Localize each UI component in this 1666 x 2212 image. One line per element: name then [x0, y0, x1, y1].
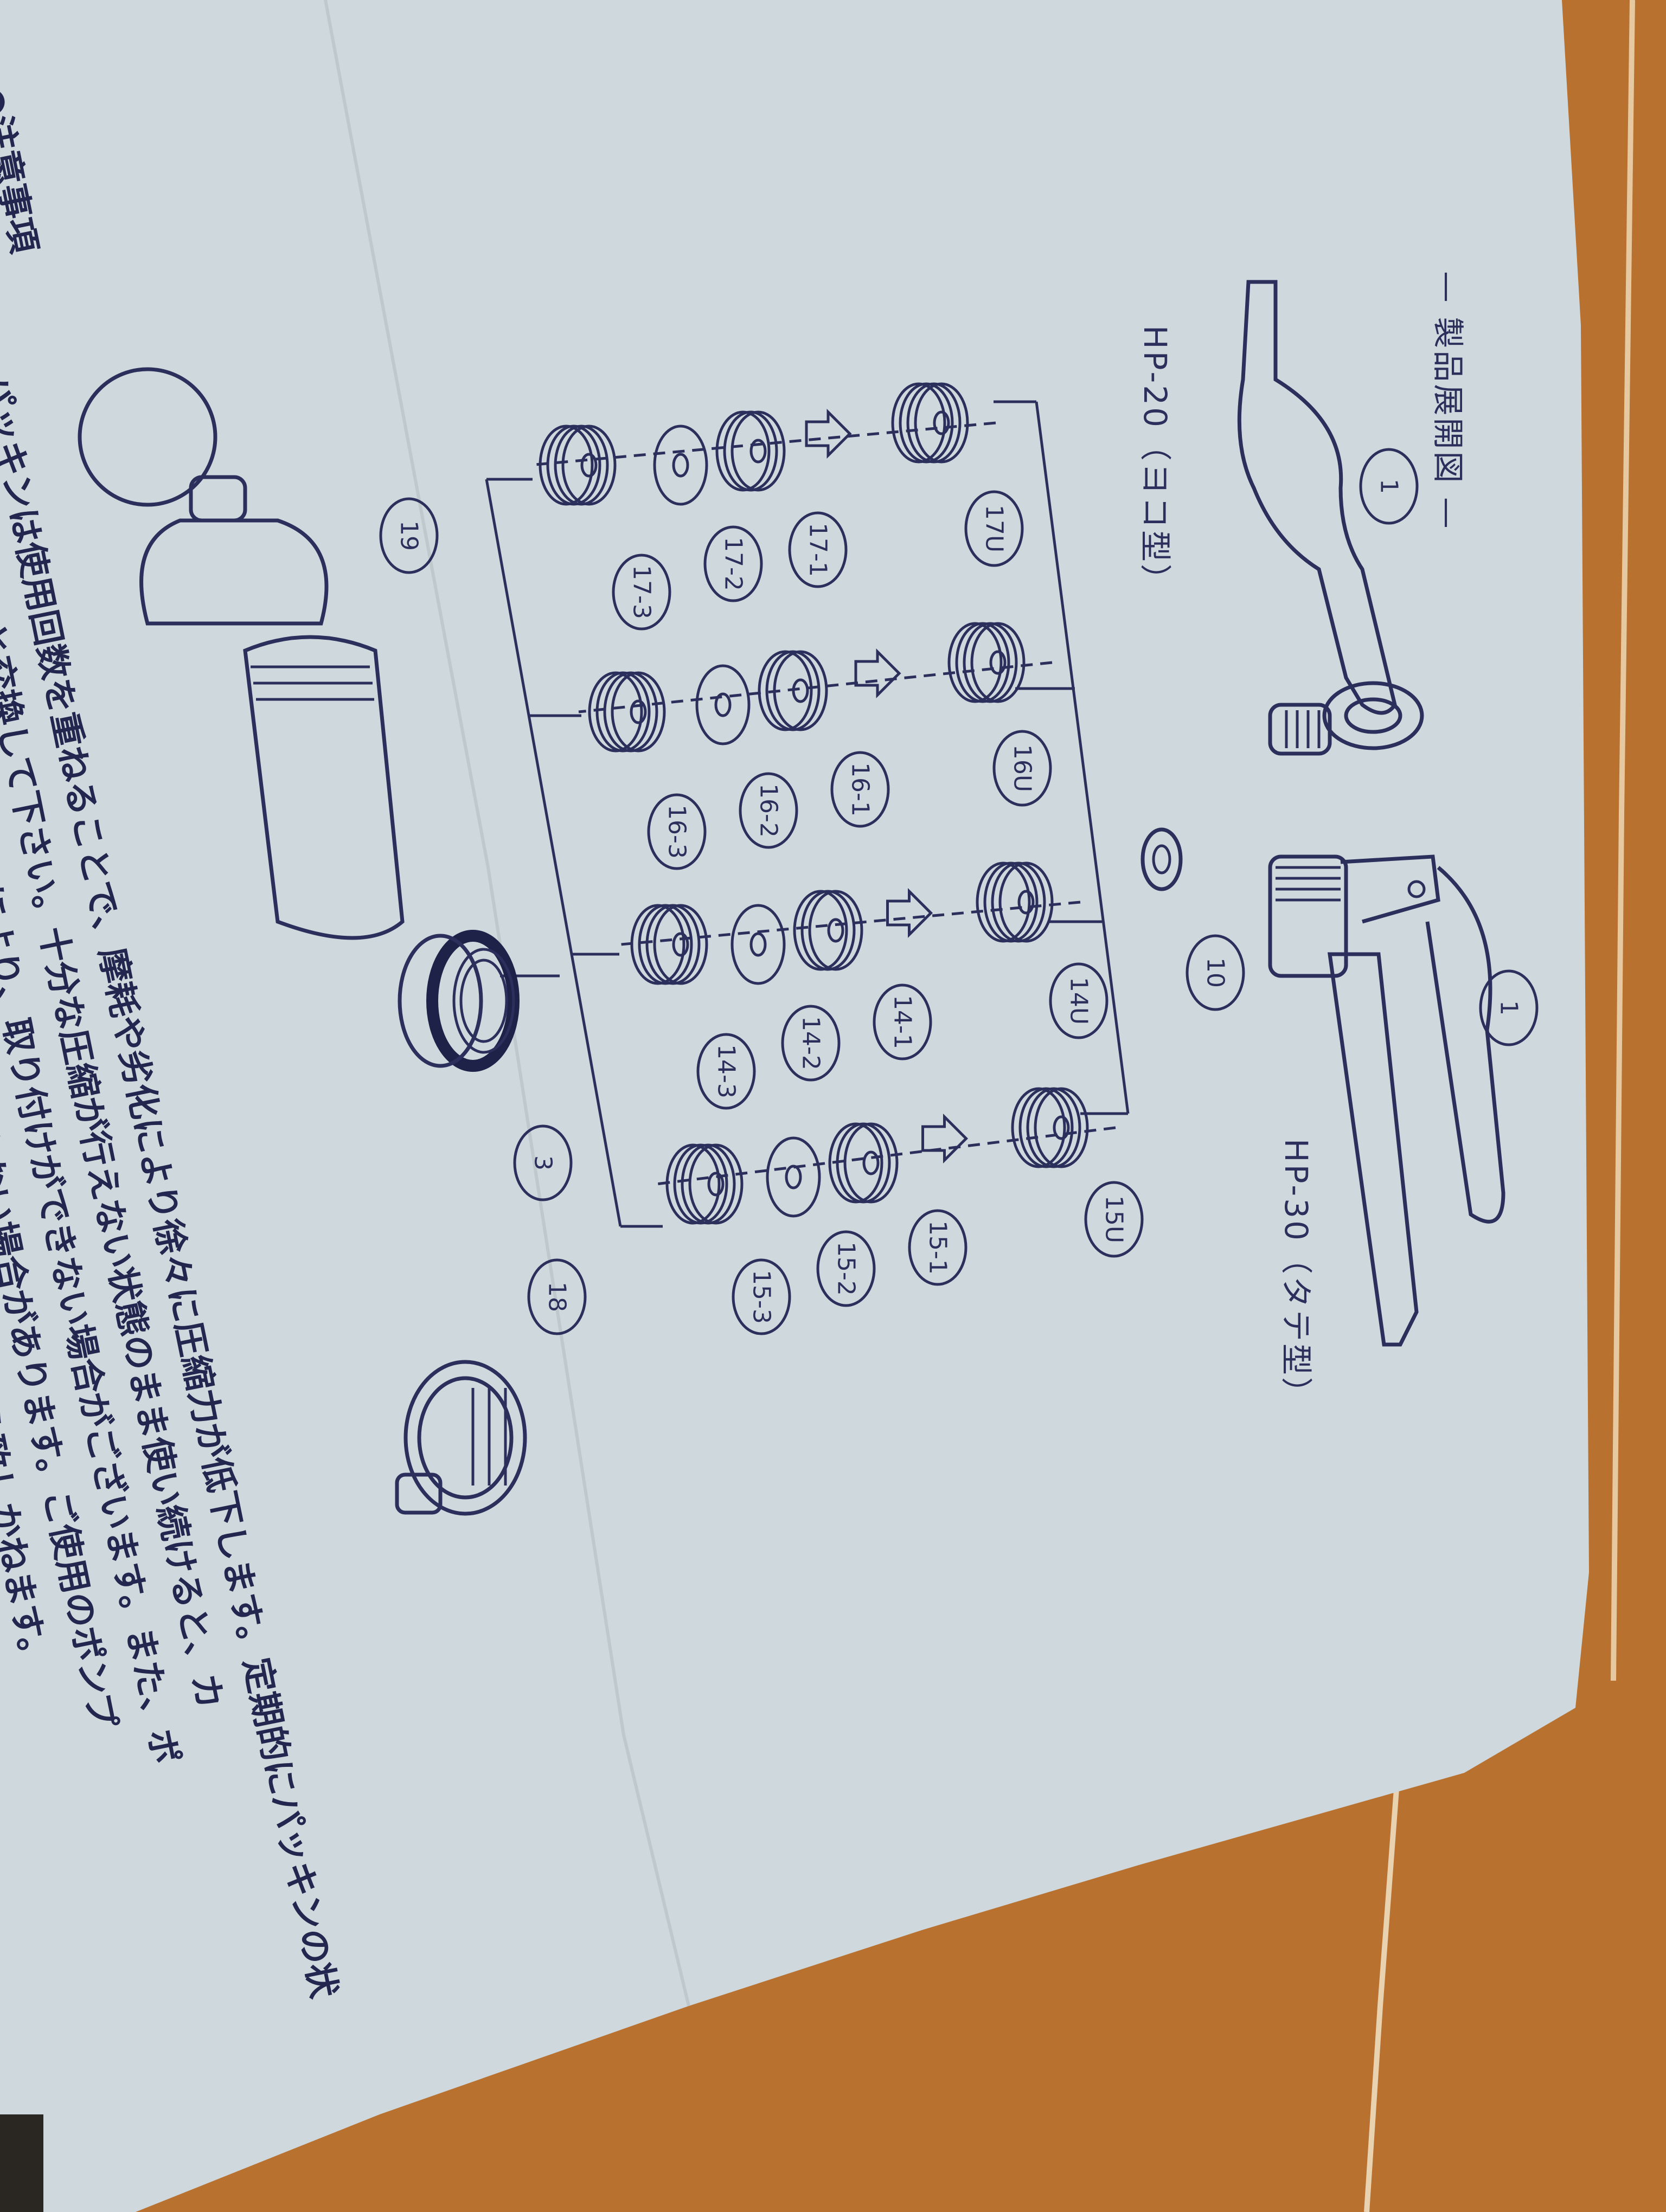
paper-fold-crease: [324, 0, 690, 2007]
part-number: 3: [529, 1155, 557, 1171]
packing-sets: [529, 382, 1116, 1225]
u-packing: [947, 622, 1026, 703]
u-packing: [891, 382, 969, 464]
packing-3: [539, 425, 617, 506]
part-number-callout: 10: [1186, 934, 1245, 1011]
wood-seam: [1364, 1789, 1399, 2212]
arrow-up-icon: [886, 888, 933, 938]
part-number: 15-2: [832, 1242, 860, 1296]
cap-part-3: [398, 930, 520, 1072]
arrow-up-icon: [805, 408, 852, 459]
part-number: 14-3: [713, 1044, 740, 1098]
packing-2: [731, 904, 786, 985]
paper-sheet: [0, 0, 1589, 2212]
part-number-callout: 15-3: [732, 1258, 791, 1335]
bracket-line-left: [485, 478, 663, 1228]
u-packing: [1011, 1087, 1089, 1168]
part-number-callout: 17-1: [788, 511, 848, 588]
packing-set: [529, 382, 996, 506]
part-number: 16-2: [755, 783, 783, 838]
packing-1: [828, 1122, 899, 1204]
dark-edge: [0, 2114, 43, 2212]
part-number-callout: 15U: [1084, 1181, 1144, 1258]
part-number: 15U: [1100, 1195, 1128, 1243]
part-number-callout: 17-2: [703, 525, 763, 602]
bottle-part-19: [78, 367, 405, 940]
packing-3: [630, 904, 708, 985]
part-number: 19: [395, 520, 423, 551]
part-number-callout: 1: [1359, 448, 1419, 525]
part-number-callout: 3: [513, 1124, 573, 1201]
part-number-callout: 16-1: [830, 751, 890, 828]
part-number: 17-3: [628, 565, 656, 619]
part-number: 10: [1202, 957, 1229, 988]
part-number: 17-2: [720, 537, 747, 591]
washer-part-10: [1140, 827, 1183, 891]
part-number-callout: 17U: [964, 490, 1024, 567]
part-number-callout: 16U: [992, 730, 1052, 807]
packing-set: [656, 1087, 1116, 1225]
part-number-callout: 14-3: [696, 1033, 756, 1110]
packing-3: [588, 671, 666, 753]
part-number-callout: 14U: [1049, 962, 1108, 1039]
hp20-pump-handle: [1237, 280, 1424, 756]
packing-2: [766, 1136, 821, 1218]
hose-clamp-part-18: [395, 1360, 527, 1516]
hp30-pump-handle: [1268, 854, 1505, 1347]
part-number: 16-1: [847, 762, 874, 816]
part-number: 17-1: [804, 523, 832, 577]
part-number: 14-1: [889, 995, 917, 1049]
packing-1: [758, 650, 828, 731]
part-number: 1: [1495, 1000, 1523, 1015]
part-number-callout: 14-1: [873, 983, 932, 1060]
packing-set: [620, 861, 1081, 985]
part-number-callout: 18: [527, 1258, 587, 1335]
packing-1: [715, 410, 786, 492]
part-number-callout: 14-2: [781, 1005, 841, 1082]
part-number: 16-3: [663, 805, 691, 859]
part-number-labels: 1 1 10 17U 16U 14U 15U 17-1 17-2 17-3 16-1 16-2 16-3…: [379, 448, 1539, 1335]
packing-3: [665, 1143, 744, 1225]
part-number-callout: 15-2: [816, 1230, 876, 1307]
packing-2: [653, 425, 708, 506]
part-number-callout: 17-3: [612, 554, 671, 631]
part-number-callout: 19: [379, 497, 439, 574]
part-number: 18: [543, 1282, 571, 1312]
u-packing: [976, 861, 1054, 943]
part-number-callout: 16-3: [647, 793, 707, 870]
wood-seam: [1611, 0, 1635, 1681]
part-number: 14-2: [797, 1016, 825, 1070]
packing-1: [793, 890, 863, 971]
part-number: 14U: [1065, 977, 1093, 1025]
part-number-callout: 1: [1479, 969, 1539, 1046]
part-number-callout: 16-2: [739, 772, 798, 849]
part-number: 15-1: [924, 1220, 952, 1275]
part-number: 15-3: [748, 1270, 776, 1324]
packing-2: [695, 664, 751, 745]
part-number: 1: [1375, 479, 1403, 494]
part-number: 16U: [1009, 744, 1036, 792]
part-number: 17U: [981, 505, 1008, 552]
bracket-line-right: [994, 400, 1130, 1115]
part-number-callout: 15-1: [908, 1209, 967, 1286]
arrow-up-icon: [854, 648, 901, 699]
packing-set: [578, 622, 1053, 753]
arrow-up-icon: [921, 1113, 969, 1164]
